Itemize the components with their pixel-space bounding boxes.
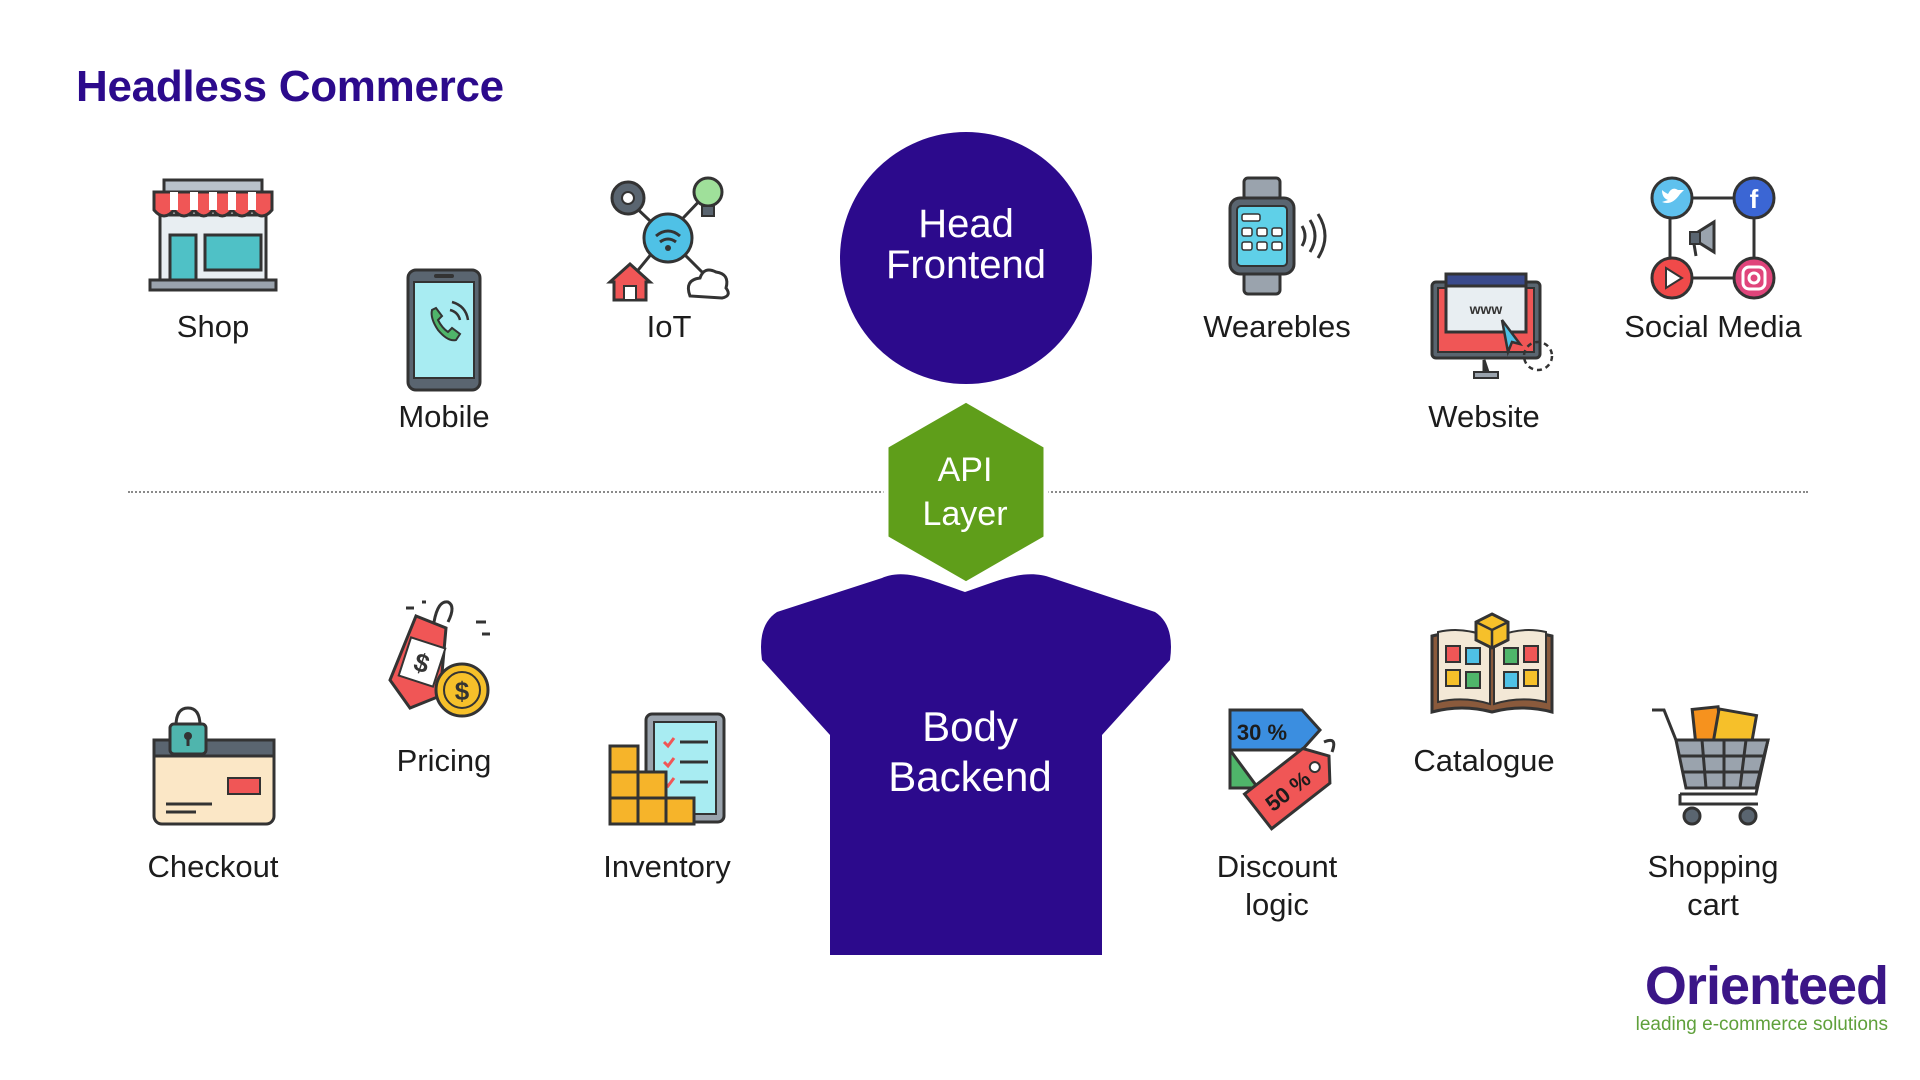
price-tag-coin-icon: $ $ — [386, 598, 498, 720]
inventory-label: Inventory — [537, 848, 797, 886]
social-media-icon: f — [1650, 176, 1776, 300]
social-media-label: Social Media — [1583, 308, 1843, 346]
head-line2: Frontend — [838, 245, 1094, 286]
shopping-cart-label: Shopping cart — [1583, 848, 1843, 924]
logo-tagline: leading e-commerce solutions — [1628, 1014, 1888, 1036]
svg-text:f: f — [1750, 184, 1759, 214]
discount-logic-line2: logic — [1147, 886, 1407, 924]
website-label: Website — [1354, 398, 1614, 436]
browser-monitor-icon: www — [1430, 272, 1558, 384]
iot-network-icon — [606, 176, 732, 302]
checkout-label: Checkout — [83, 848, 343, 886]
iot-label: IoT — [539, 308, 799, 346]
catalogue-label: Catalogue — [1354, 742, 1614, 780]
head-label: Head Frontend — [838, 204, 1094, 286]
api-line2: Layer — [880, 492, 1050, 536]
discount-logic-label: Discount logic — [1147, 848, 1407, 924]
api-line1: API — [880, 448, 1050, 492]
body-line1: Body — [820, 702, 1120, 752]
orienteed-logo: Orienteed leading e-commerce solutions — [1628, 958, 1888, 1036]
logo-name: Orienteed — [1628, 958, 1888, 1014]
smartwatch-icon — [1228, 176, 1334, 298]
shopping-cart-icon — [1650, 704, 1776, 826]
body-label: Body Backend — [820, 702, 1120, 802]
mobile-label: Mobile — [314, 398, 574, 436]
shop-label: Shop — [83, 308, 343, 346]
catalogue-book-icon — [1430, 612, 1554, 716]
shopping-cart-line2: cart — [1583, 886, 1843, 924]
wearables-label: Wearebles — [1147, 308, 1407, 346]
body-line2: Backend — [820, 752, 1120, 802]
api-label: API Layer — [880, 448, 1050, 536]
svg-text:www: www — [1469, 301, 1503, 317]
shopping-cart-line1: Shopping — [1583, 848, 1843, 886]
svg-text:$: $ — [455, 676, 470, 706]
credit-card-lock-icon — [152, 704, 276, 826]
head-line1: Head — [838, 204, 1094, 245]
smartphone-icon — [406, 268, 482, 392]
discount-tags-icon: 30 % 50 % — [1228, 708, 1346, 834]
pricing-label: Pricing — [314, 742, 574, 780]
discount-tag-30-text: 30 % — [1237, 720, 1287, 745]
inventory-checklist-icon — [608, 712, 726, 826]
storefront-icon — [150, 180, 276, 292]
discount-logic-line1: Discount — [1147, 848, 1407, 886]
